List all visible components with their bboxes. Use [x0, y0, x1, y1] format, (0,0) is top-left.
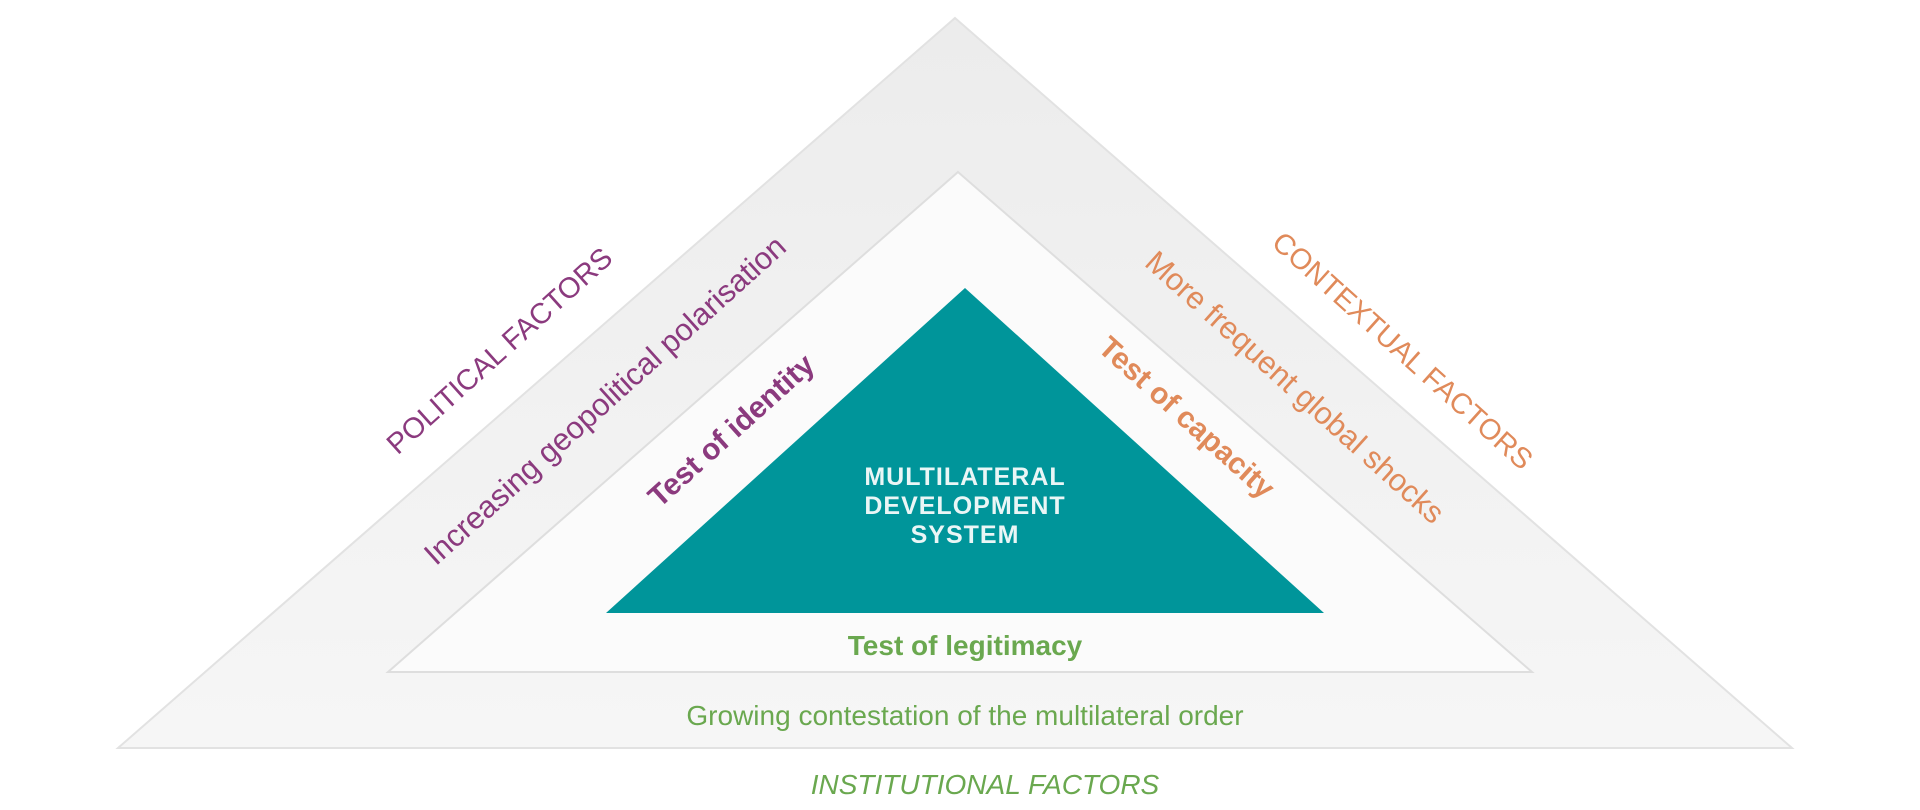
contestation-label: Growing contestation of the multilateral…: [686, 700, 1243, 731]
center-title-line-1: MULTILATERAL: [864, 463, 1065, 491]
center-title-line-3: SYSTEM: [911, 521, 1020, 549]
center-title-line-2: DEVELOPMENT: [864, 492, 1065, 520]
center-triangle: [606, 288, 1324, 613]
institutional-factors-label: INSTITUTIONAL FACTORS: [811, 769, 1160, 800]
test-of-legitimacy-label: Test of legitimacy: [848, 630, 1083, 661]
